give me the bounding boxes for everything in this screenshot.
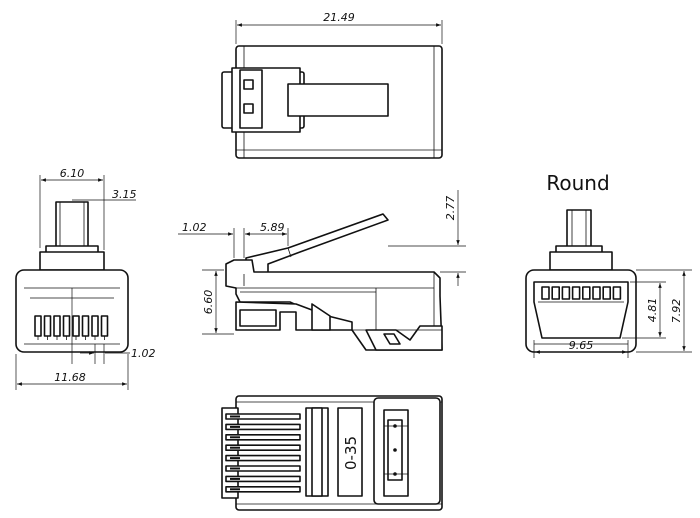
bottom-stripe [225,433,301,441]
rear-slot [602,286,612,300]
dim-rear-overall-height: 7.92 [670,299,683,324]
rear-slot [612,286,622,300]
front-contact-pins [34,315,109,340]
bottom-stripe-tip [230,425,240,428]
front-pin [91,315,99,337]
side-view: 1.02 5.89 6.60 2.77 [178,190,466,351]
rear-slot [592,286,601,300]
rear-contact-slots [541,286,622,300]
dim-front-width-upper: 6.10 [60,167,85,180]
dim-side-latch-length: 5.89 [260,221,285,234]
dim-side-latch-height: 2.77 [444,196,457,221]
top-view: 21.49 [221,11,443,159]
bottom-stripe-tip [230,477,240,480]
dim-front-overall-width: 11.68 [54,371,86,384]
front-pin [62,315,71,337]
rear-slot [541,286,550,300]
front-pin [100,315,109,337]
rear-view: Round 4.81 7.92 9.65 [525,171,692,358]
dim-rear-width: 9.65 [569,339,594,352]
bottom-stripe [225,465,301,472]
dim-front-pitch: 1.02 [131,347,156,360]
bottom-stripe [225,485,301,493]
dim-front-offset: 3.15 [112,188,137,201]
bottom-stripe-tip [230,436,240,439]
front-pin [34,315,42,337]
rear-slot [551,286,561,300]
round-label: Round [546,171,609,195]
front-pin [72,315,80,337]
dim-side-latch-gap: 1.02 [182,221,207,234]
bottom-stripe-tip [230,457,240,460]
rear-slot [561,286,571,300]
front-pin [43,315,52,337]
bottom-contact-stripes [225,413,301,493]
bottom-stripe-tip [230,415,240,418]
dim-rear-inner-height: 4.81 [646,298,659,323]
rear-slot [581,286,591,300]
dim-top-length: 21.49 [323,11,355,24]
bottom-stripe [225,475,301,483]
rear-slot [571,286,581,300]
front-pin [53,315,61,337]
bottom-stripe [225,413,301,420]
bottom-stripe [225,444,301,452]
part-marking: 0-35 [342,436,360,470]
bottom-stripe [225,423,301,431]
front-pin [81,315,90,337]
bottom-stripe-tip [230,467,240,470]
bottom-stripe-tip [230,488,240,491]
bottom-stripe-tip [230,446,240,449]
front-view: 6.10 3.15 1.02 11.68 [15,167,156,390]
bottom-view: 0-35 [221,395,443,511]
bottom-stripe [225,454,301,462]
dim-side-height: 6.60 [202,290,215,315]
